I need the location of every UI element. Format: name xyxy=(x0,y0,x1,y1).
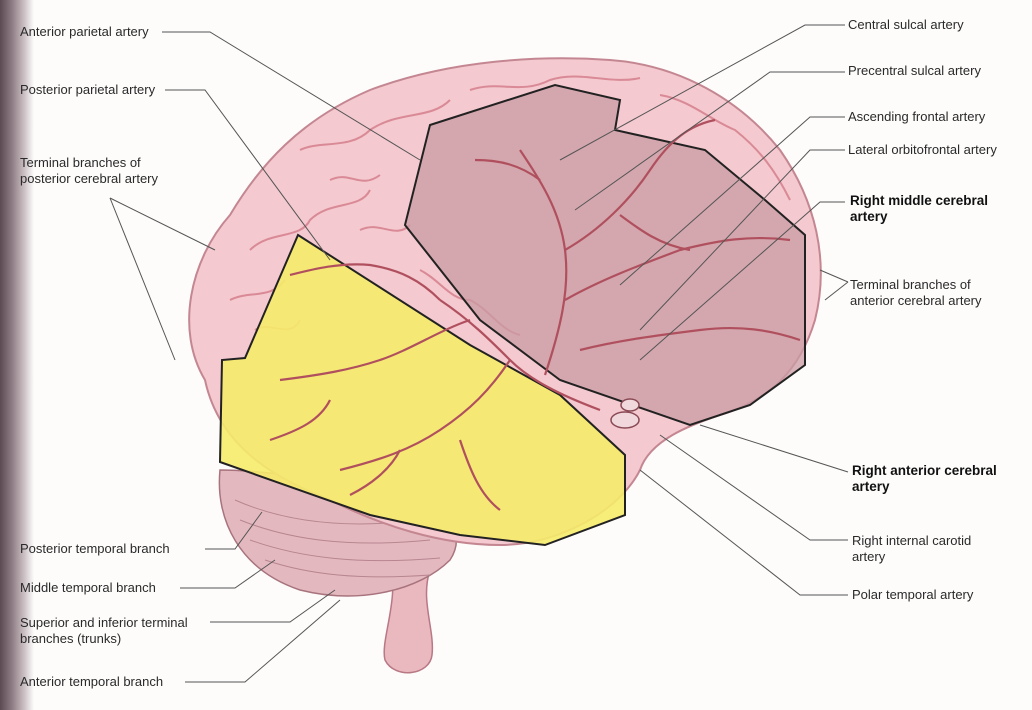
frontal-highlight xyxy=(403,83,806,427)
label-precentral-sulcal-artery: Precentral sulcal artery xyxy=(848,63,981,78)
artery-branches xyxy=(269,118,801,511)
label-terminal-branches-posterior: Terminal branches of posterior cerebral … xyxy=(20,155,158,186)
label-right-anterior-cerebral-artery: Right anterior cerebral artery xyxy=(852,463,997,494)
label-right-internal-carotid-artery: Right internal carotid artery xyxy=(852,533,972,564)
label-middle-temporal-branch: Middle temporal branch xyxy=(20,580,156,595)
leader-lines xyxy=(109,24,849,683)
label-ascending-frontal-artery: Ascending frontal artery xyxy=(848,109,986,124)
label-posterior-temporal-branch: Posterior temporal branch xyxy=(20,541,170,556)
label-polar-temporal-artery: Polar temporal artery xyxy=(852,587,974,602)
label-superior-inferior-trunks: Superior and inferior terminal branches … xyxy=(20,615,188,646)
label-lateral-orbitofrontal-artery: Lateral orbitofrontal artery xyxy=(848,142,997,157)
label-terminal-branches-anterior: Terminal branches of anterior cerebral a… xyxy=(850,277,982,308)
label-anterior-temporal-branch: Anterior temporal branch xyxy=(20,674,164,689)
label-central-sulcal-artery: Central sulcal artery xyxy=(848,17,964,32)
label-posterior-parietal-artery: Posterior parietal artery xyxy=(20,82,156,97)
carotid-stub xyxy=(610,398,640,429)
label-anterior-parietal-artery: Anterior parietal artery xyxy=(20,24,149,39)
book-spine-shadow xyxy=(0,0,34,710)
label-right-middle-cerebral-artery: Right middle cerebral artery xyxy=(850,193,989,224)
